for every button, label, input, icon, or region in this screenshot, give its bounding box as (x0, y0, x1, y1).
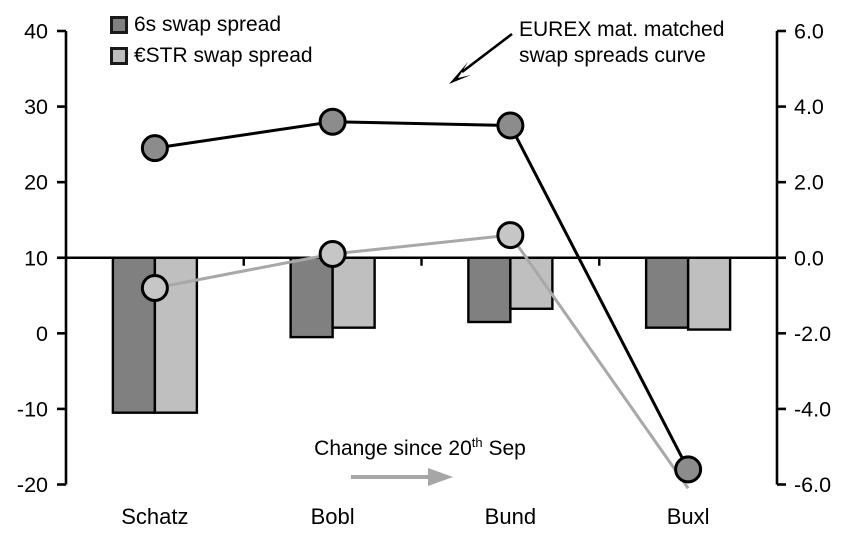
marker-6s-schatz (140, 134, 169, 163)
change-annotation-prefix: Change since 20 (314, 437, 472, 460)
legend-label-estr: €STR swap spread (134, 44, 313, 67)
bar-6s-bund (467, 256, 512, 324)
category-label-bobl: Bobl (311, 504, 355, 529)
marker-estr-bobl (318, 239, 347, 268)
left-axis-tick-label: 0 (36, 322, 48, 346)
bar-6s-bobl (289, 256, 334, 339)
category-label-bund: Bund (485, 504, 536, 529)
legend-item-estr: €STR swap spread (110, 44, 313, 68)
left-axis-tick-label: -20 (17, 473, 48, 497)
category-label-schatz: Schatz (121, 504, 188, 529)
curve-annotation-line1: EUREX mat. matched (519, 18, 725, 41)
curve-annotation-line2: swap spreads curve (519, 44, 706, 67)
left-axis-tick-label: 20 (24, 171, 48, 195)
left-axis-tick-label: 30 (24, 95, 48, 119)
right-axis-tick-label: -2.0 (794, 322, 831, 346)
bar-6s-buxl (644, 256, 690, 329)
legend-label-6s: 6s swap spread (134, 13, 282, 36)
change-annotation: Change since 20th Sep (250, 435, 590, 461)
right-axis-tick-label: -4.0 (794, 397, 831, 421)
left-axis-tick-label: -10 (17, 397, 48, 421)
chart-legend: 6s swap spread €STR swap spread (110, 13, 313, 68)
marker-6s-bobl (318, 107, 347, 136)
change-arrow-head-icon (428, 468, 453, 486)
right-axis-tick-label: -6.0 (794, 473, 831, 497)
legend-item-6s: 6s swap spread (110, 13, 313, 37)
marker-estr-bund (496, 221, 525, 250)
right-axis-tick-label: 2.0 (794, 171, 824, 195)
right-axis-tick-label: 6.0 (794, 20, 824, 44)
curve-annotation-arrowhead-icon (449, 62, 471, 84)
legend-swatch-estr-icon (110, 47, 128, 65)
left-axis-tick-label: 10 (24, 246, 48, 270)
bar-estr-bobl (331, 256, 376, 329)
right-axis-tick-label: 0.0 (794, 246, 824, 270)
change-annotation-suffix: Sep (482, 437, 526, 460)
change-annotation-sup: th (471, 435, 483, 450)
line-estr-curve (154, 233, 690, 490)
category-label-buxl: Buxl (667, 504, 710, 529)
left-axis-tick-label: 40 (24, 20, 48, 44)
marker-6s-buxl (674, 455, 703, 484)
curve-annotation: EUREX mat. matched swap spreads curve (519, 17, 724, 69)
bar-estr-buxl (686, 256, 732, 331)
marker-estr-schatz (140, 273, 169, 302)
legend-swatch-6s-icon (110, 16, 128, 34)
right-axis-tick-label: 4.0 (794, 95, 824, 119)
curve-annotation-arrow-shaft (461, 32, 513, 74)
line-6s-curve (154, 120, 690, 471)
marker-6s-bund (496, 111, 525, 140)
